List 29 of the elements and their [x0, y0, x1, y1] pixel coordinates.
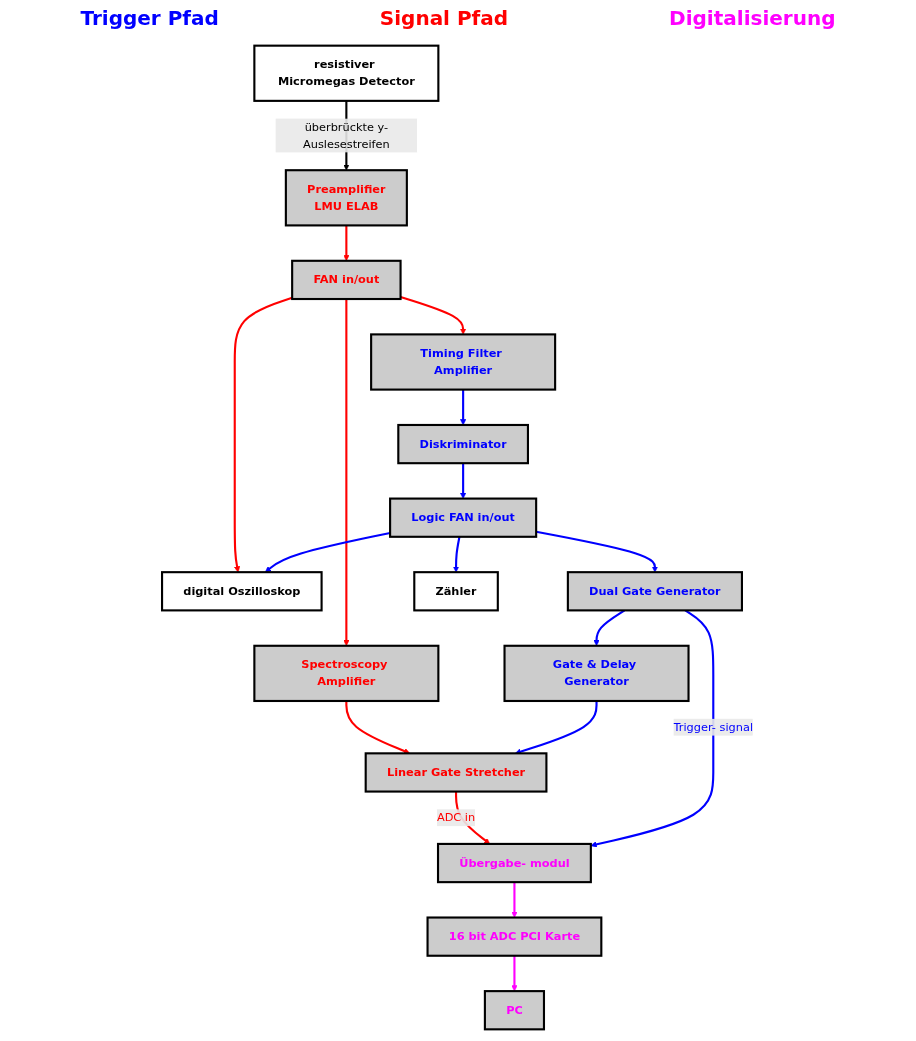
edge-label: Trigger- signal: [673, 720, 754, 734]
node-box: Übergabe- modul: [437, 842, 593, 884]
node-box: Dual Gate Generator: [567, 571, 744, 612]
section-heading: Signal Pfad: [379, 6, 509, 32]
arrow: [400, 295, 467, 335]
arrow: [511, 955, 518, 992]
arrow: [234, 296, 293, 573]
section-heading: Trigger Pfad: [80, 6, 219, 32]
node-box: resistiver Micromegas Detector: [253, 44, 440, 102]
node-box: Logic FAN in/out: [389, 497, 538, 538]
node-box: Gate & Delay Generator: [503, 644, 691, 703]
node-box: Timing Filter Amplifier: [370, 333, 557, 391]
arrow: [460, 463, 467, 499]
node-box: Zähler: [413, 571, 500, 612]
arrow: [453, 536, 461, 573]
node-box: Preamplifier LMU ELAB: [285, 169, 409, 227]
node-box: Spectroscopy Amplifier: [253, 644, 440, 703]
node-box: Linear Gate Stretcher: [365, 752, 548, 793]
section-heading: Digitalisierung: [669, 6, 836, 32]
node-box: Diskriminator: [397, 423, 530, 465]
edge-label: überbrückte y-Auslesestreifen: [303, 119, 391, 151]
node-box: 16 bit ADC PCI Karte: [426, 916, 603, 957]
node-box: PC: [484, 990, 546, 1031]
node-box: FAN in/out: [291, 259, 403, 301]
edge-label: ADC in: [437, 810, 476, 825]
node-box: digital Oszilloskop: [161, 571, 324, 612]
arrow: [511, 882, 518, 918]
arrow: [265, 531, 391, 573]
arrow: [536, 530, 659, 573]
